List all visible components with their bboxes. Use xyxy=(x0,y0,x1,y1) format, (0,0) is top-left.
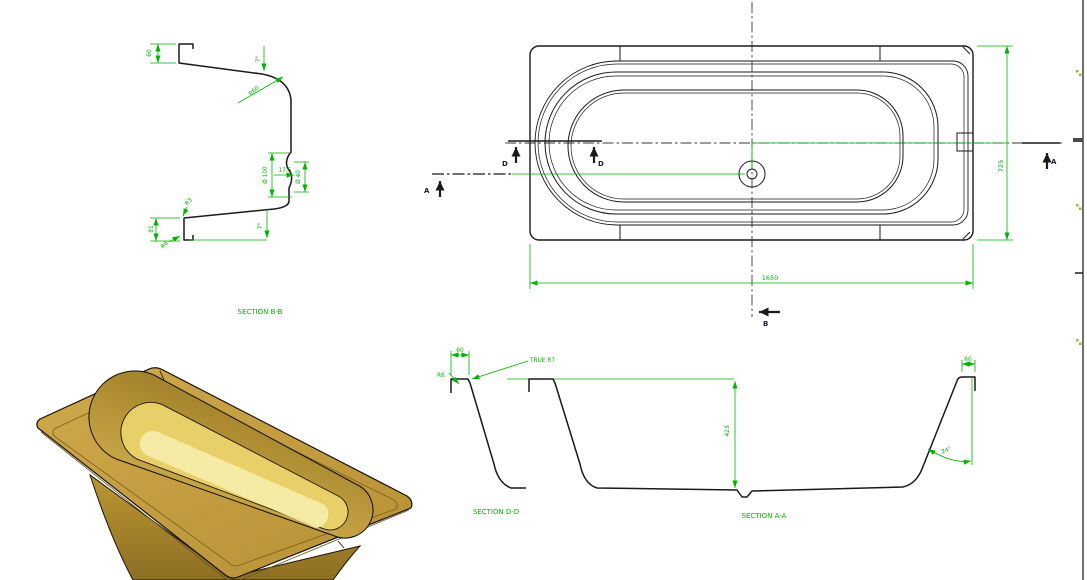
wall-profile-dd xyxy=(450,378,526,489)
tub-rim-line-inner xyxy=(537,63,965,223)
section-aa-cut-path xyxy=(512,142,1008,175)
dim-dia40-bb: Ø 40 xyxy=(295,170,302,184)
border-tick-gray xyxy=(1073,138,1083,142)
dim-rim-width-dd: 60 xyxy=(456,348,464,354)
tub-opening-inner xyxy=(548,75,935,211)
dim-81-bb: 81 xyxy=(149,225,155,233)
tub-body-skirt xyxy=(89,473,362,580)
dim-dia100-bb: Ø 100 xyxy=(262,166,269,184)
sheet-border xyxy=(1073,0,1084,580)
bowl-floor-highlight xyxy=(139,430,329,528)
section-bb-label: SECTION B-B xyxy=(238,308,283,316)
section-marker-d-right: D xyxy=(598,160,604,168)
tub-rim-line-outer xyxy=(534,60,969,226)
tub-bottom-outer xyxy=(567,89,904,203)
dim-wall-angle-aa: 24° xyxy=(941,446,953,455)
dim-bottom-angle-bb: 7° xyxy=(258,223,264,230)
dim-r60-bb: R60 xyxy=(248,85,261,97)
dim-top-angle-bb: 7° xyxy=(256,56,262,63)
dim-r3-bb: R3 xyxy=(184,197,194,207)
section-marker-a-left: A xyxy=(424,187,430,195)
section-dd-view: 60 R6 TRUE R7 SECTION D-D xyxy=(437,348,734,516)
tub-bottom-inner xyxy=(570,92,901,200)
dim-true-r7-dd: TRUE R7 xyxy=(529,358,555,364)
length-extension-lines xyxy=(529,244,974,289)
dim-width: 725 xyxy=(997,160,1005,172)
section-aa-label: SECTION A-A xyxy=(742,512,787,520)
wall-profile-bb xyxy=(178,43,293,241)
dim-17-5-bb: 17.5 xyxy=(279,168,292,174)
rim-seam-ticks xyxy=(159,370,345,549)
dim-length: 1650 xyxy=(762,274,779,282)
tub-opening-outer xyxy=(544,71,939,215)
wall-profile-aa xyxy=(528,376,976,498)
overflow-notch xyxy=(956,132,974,152)
dim-r8-bb: R8 xyxy=(160,240,170,250)
rim-transition-ticks xyxy=(619,46,971,240)
section-marker-b: B xyxy=(763,320,768,328)
rim-plate-thickness-edges xyxy=(40,431,410,580)
dim-depth-aa: 423 xyxy=(725,425,731,436)
section-aa-view: 423 24° 60 SECTION A-A xyxy=(528,357,976,520)
section-marker-d-left: D xyxy=(502,160,508,168)
zone-marks xyxy=(1076,70,1082,345)
section-bb-view: 60 7° R60 Ø 100 17.5 Ø 40 81 R3 R8 7° SE… xyxy=(147,43,309,316)
plan-view: A A D D B 1650 725 xyxy=(424,2,1062,328)
dim-r6-dd: R6 xyxy=(437,373,445,379)
section-dd-label: SECTION D-D xyxy=(473,508,519,516)
bathtub-3d-view xyxy=(36,367,413,580)
section-marker-a-right: A xyxy=(1051,158,1057,166)
dim-rim-height-bb: 60 xyxy=(147,49,153,57)
dim-rim-width-aa: 60 xyxy=(964,357,972,363)
